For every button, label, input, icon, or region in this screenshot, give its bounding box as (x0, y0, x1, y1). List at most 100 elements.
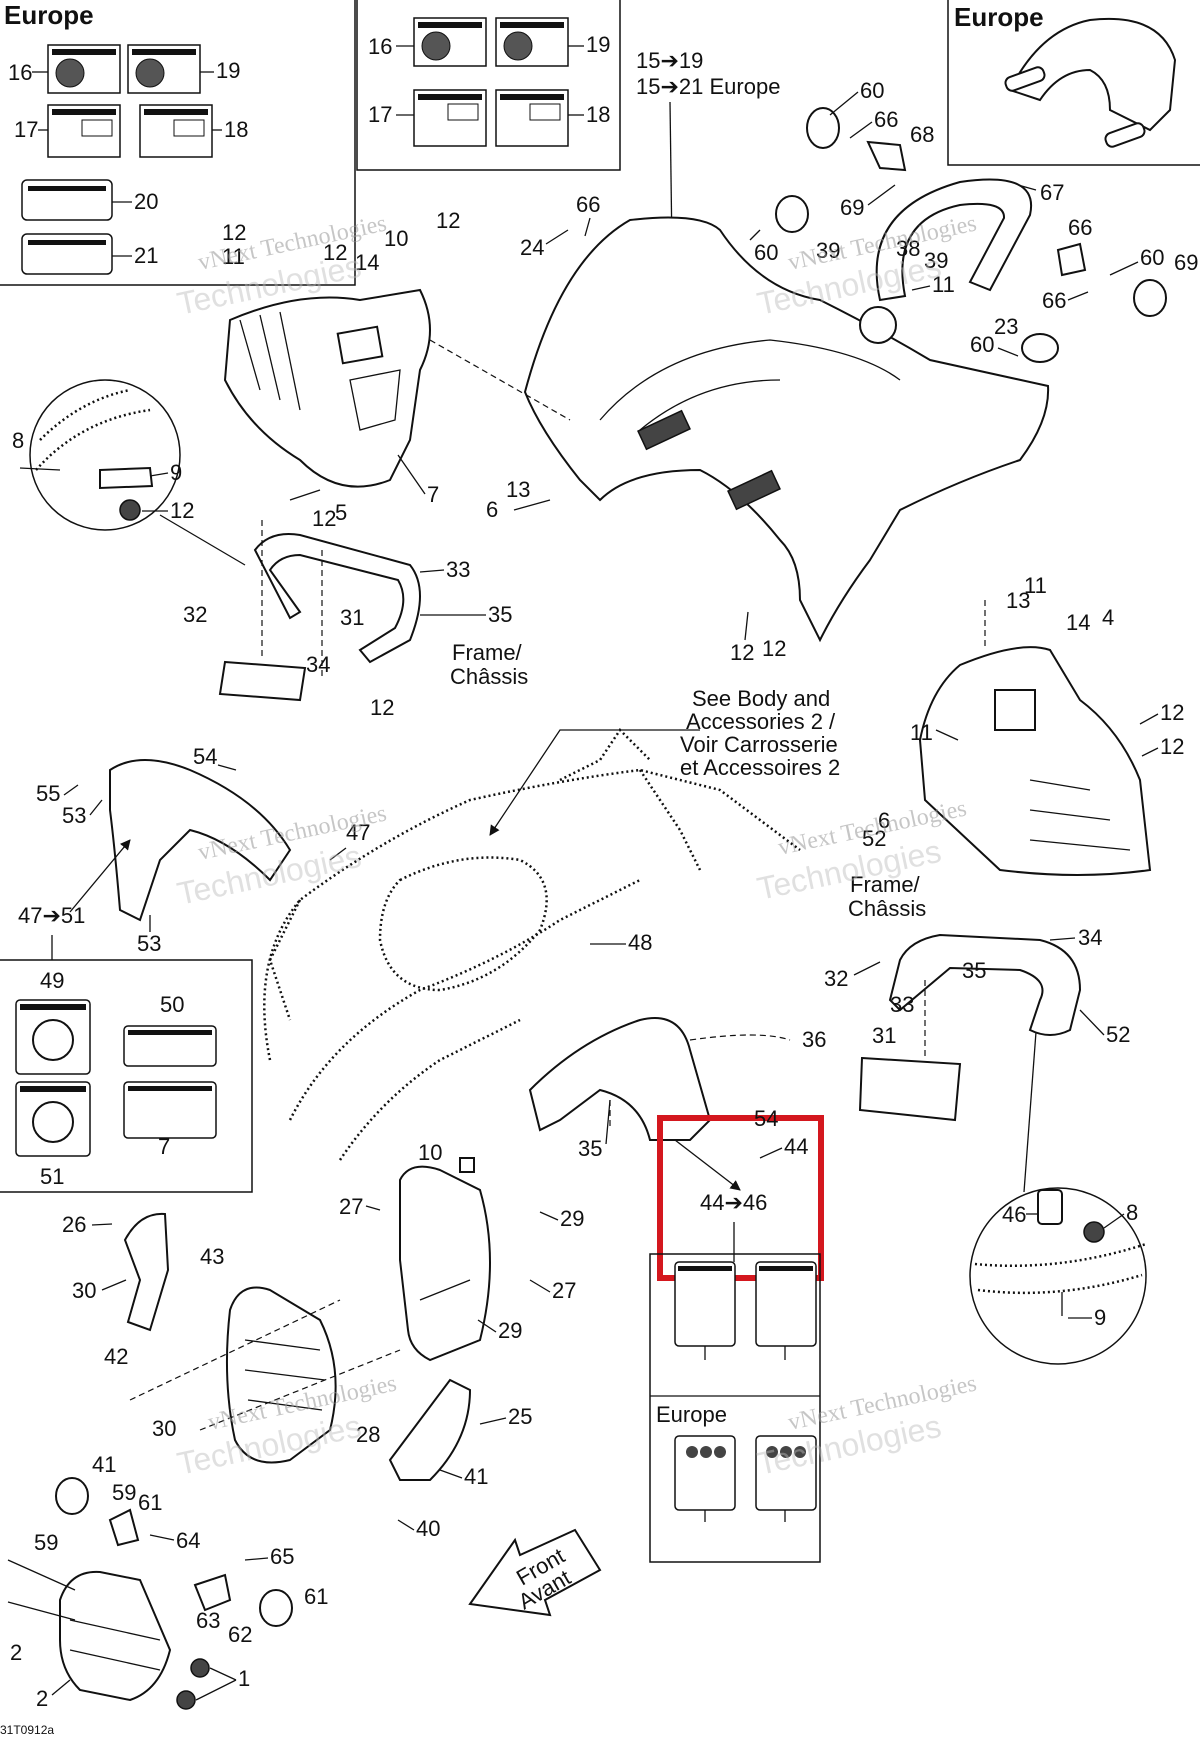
callout-12-b: 14 (355, 250, 379, 275)
callout-31-b: 52 (1106, 1022, 1130, 1047)
callout-11-b: 12 (323, 240, 347, 265)
callout-17b: 17 (368, 102, 392, 127)
callout-27-b: 29 (560, 1206, 584, 1231)
note-range-15-19: 15➔19 (636, 48, 703, 73)
heading-europe-right: Europe (954, 2, 1044, 32)
callout-35-b: 33 (890, 992, 914, 1017)
callout-20: 20 (134, 189, 158, 214)
callout-6-b: 52 (862, 826, 886, 851)
callout-11-c: 13 (1006, 588, 1030, 613)
callout-11-a: 12 (222, 220, 246, 245)
callout-31-a: 35 (488, 602, 512, 627)
callout-54-b: 44 (784, 1134, 808, 1159)
callout-21: 21 (134, 243, 158, 268)
callout-66-d: 60 (754, 240, 778, 265)
callout-10-b: 9 (1094, 1305, 1106, 1330)
callout-66-a: 66 (874, 107, 898, 132)
front-direction-arrow: Front Avant (468, 1528, 602, 1617)
front-fender-left (109, 759, 292, 922)
drawing-reference: 31T0912a (0, 1723, 54, 1737)
callout-2-a: 59 (34, 1530, 58, 1555)
callout-19b: 19 (586, 32, 610, 57)
callout-35-a: 34 (306, 652, 330, 677)
callout-43-a: 26 (62, 1212, 86, 1237)
callout-1: 2 (36, 1686, 48, 1711)
callout-39-a: 38 (896, 236, 920, 261)
callout-12-e: 5 (335, 500, 347, 525)
callout-61-b: 62 (228, 1622, 252, 1647)
callout-55: 53 (62, 803, 86, 828)
footrest-bracket-right-31 (888, 933, 1082, 1036)
detail-circle-left (29, 379, 181, 531)
labels-box-48-51: 49 50 51 7 (0, 935, 253, 1193)
callout-12-g: 12 (762, 636, 786, 661)
callout-23: 24 (520, 235, 544, 260)
callout-32-a: 31 (340, 605, 364, 630)
callout-12-h: 14 (1066, 610, 1090, 635)
callout-40: 41 (464, 1464, 488, 1489)
callout-17: 17 (14, 117, 38, 142)
callout-7-b: 34 (1078, 925, 1102, 950)
bracket-67 (1056, 242, 1087, 277)
callout-60-b: 69 (1174, 250, 1198, 275)
europe-box-right: Europe (947, 0, 1200, 166)
callout-60-a: 60 (860, 78, 884, 103)
callout-12-d: 13 (506, 477, 530, 502)
labels-box-45-46: Europe (649, 1253, 821, 1563)
callout-65: 64 (176, 1528, 200, 1553)
callout-33-a: 32 (183, 602, 207, 627)
callout-34-b: 32 (824, 966, 848, 991)
callout-9-a: 12 (170, 498, 194, 523)
callout-61-a: 59 (112, 1480, 136, 1505)
callout-53-b: 48 (628, 930, 652, 955)
front-panel-26 (399, 1165, 491, 1362)
callout-6-a: 12 (312, 506, 336, 531)
callout-30-a: 43 (200, 1244, 224, 1269)
cap-60-a (806, 107, 840, 149)
callout-37: 67 (1040, 180, 1064, 205)
callout-7-a: 33 (446, 557, 470, 582)
callout-59-a: 41 (92, 1452, 116, 1477)
callout-33-b: 31 (872, 1023, 896, 1048)
callout-36-a: 53 (137, 931, 161, 956)
note-see-body-2: Accessories 2 / (686, 709, 836, 734)
callout-38: 39 (924, 248, 948, 273)
warning-label-45b (755, 1261, 817, 1347)
cap-60-d (775, 195, 809, 233)
note-range-47-51: 47➔51 (18, 903, 85, 928)
cap-59-b (259, 1589, 293, 1627)
note-range-15-21: 15➔21 Europe (636, 74, 780, 99)
callout-14: 12 (436, 208, 460, 233)
callout-60-d: 39 (816, 238, 840, 263)
side-bracket-42 (123, 1212, 170, 1332)
callout-5: 7 (427, 482, 439, 507)
callout-25: 28 (356, 1422, 380, 1447)
callout-66-b: 60 (1140, 245, 1164, 270)
callout-11-d: 12 (1160, 700, 1184, 725)
callout-24: 66 (576, 192, 600, 217)
callout-48: 49 (40, 968, 64, 993)
callout-29-a: 27 (339, 1194, 363, 1219)
callout-41-b: 40 (416, 1516, 440, 1541)
front-fender-right (528, 1017, 712, 1141)
highlight-box-44-46 (657, 1115, 824, 1281)
callout-26: 29 (498, 1318, 522, 1343)
warning-label-45a (674, 1261, 736, 1347)
callout-12-f: 11 (1024, 573, 1047, 598)
callout-35-c: 54 (754, 1106, 778, 1131)
lower-guard-40 (388, 1378, 472, 1481)
callout-16: 16 (8, 60, 32, 85)
callout-60-c: 23 (994, 314, 1018, 339)
callout-18b: 18 (586, 102, 610, 127)
callout-68: 68 (910, 122, 934, 147)
warning-label-49 (123, 1025, 217, 1067)
footrest-left (218, 660, 307, 702)
callout-39-b: 11 (932, 272, 955, 297)
callout-51: 7 (158, 1134, 170, 1159)
europe-labels-box-left: Europe 16 19 17 18 20 21 (0, 0, 356, 286)
callout-54-a: 55 (36, 781, 60, 806)
cap-59-a (55, 1477, 89, 1515)
heading-europe-bottom: Europe (656, 1402, 727, 1427)
callout-69-a: 69 (840, 195, 864, 220)
